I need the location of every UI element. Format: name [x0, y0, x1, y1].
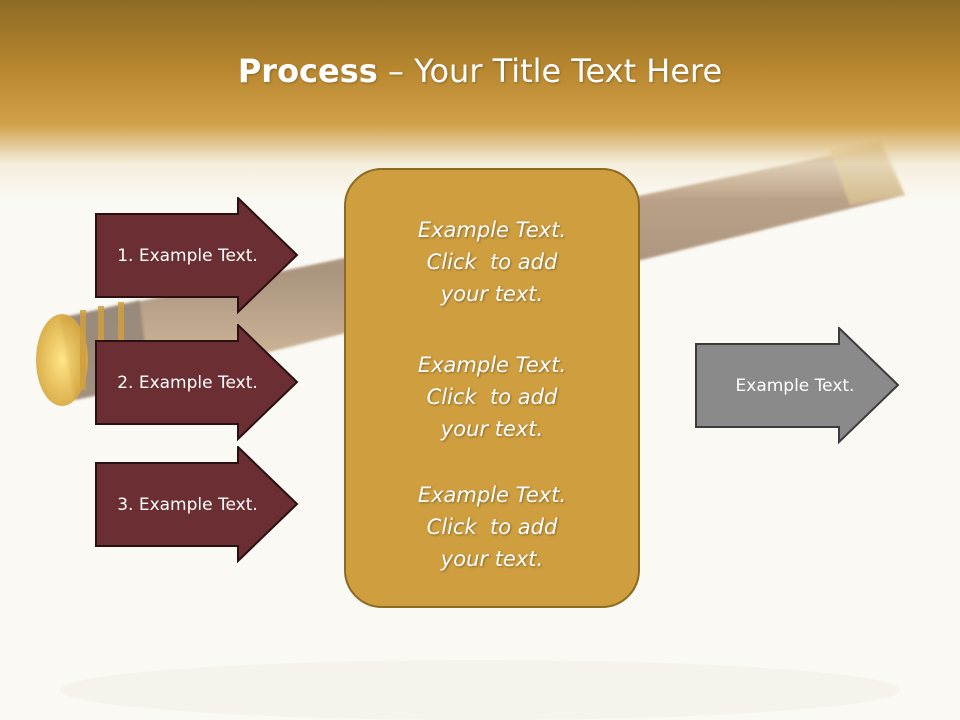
- center-text-line: your text.: [440, 547, 544, 571]
- left-arrow-2[interactable]: 2. Example Text.: [95, 324, 299, 441]
- center-text-line: Click to add: [426, 385, 558, 409]
- right-arrow-label: Example Text.: [735, 375, 855, 396]
- center-text-block-1: Example Text. Click to add your text.: [346, 214, 638, 310]
- center-text-line: Click to add: [426, 250, 558, 274]
- center-text-line: Click to add: [426, 515, 558, 539]
- left-arrow-label: 1. Example Text.: [117, 245, 258, 266]
- center-text-line: Example Text.: [417, 483, 567, 507]
- title-bold: Process: [237, 52, 378, 90]
- center-text-box[interactable]: Example Text. Click to add your text. Ex…: [344, 168, 640, 608]
- left-arrow-label: 3. Example Text.: [117, 494, 258, 515]
- center-text-block-2: Example Text. Click to add your text.: [346, 349, 638, 445]
- title-rest: – Your Title Text Here: [377, 52, 723, 90]
- header-band: [0, 0, 960, 200]
- center-text-line: Example Text.: [417, 353, 567, 377]
- center-text-line: your text.: [440, 417, 544, 441]
- center-text-block-3: Example Text. Click to add your text.: [346, 479, 638, 575]
- page-title: Process – Your Title Text Here: [0, 52, 960, 90]
- right-arrow[interactable]: Example Text.: [695, 327, 900, 444]
- arrow-shape: [695, 327, 900, 444]
- center-text-line: Example Text.: [417, 218, 567, 242]
- left-arrow-3[interactable]: 3. Example Text.: [95, 446, 299, 563]
- center-text-line: your text.: [440, 282, 544, 306]
- arrow-shape: [95, 324, 299, 441]
- arrow-shape: [95, 197, 299, 314]
- left-arrow-1[interactable]: 1. Example Text.: [95, 197, 299, 314]
- arrow-shape: [95, 446, 299, 563]
- left-arrow-label: 2. Example Text.: [117, 372, 258, 393]
